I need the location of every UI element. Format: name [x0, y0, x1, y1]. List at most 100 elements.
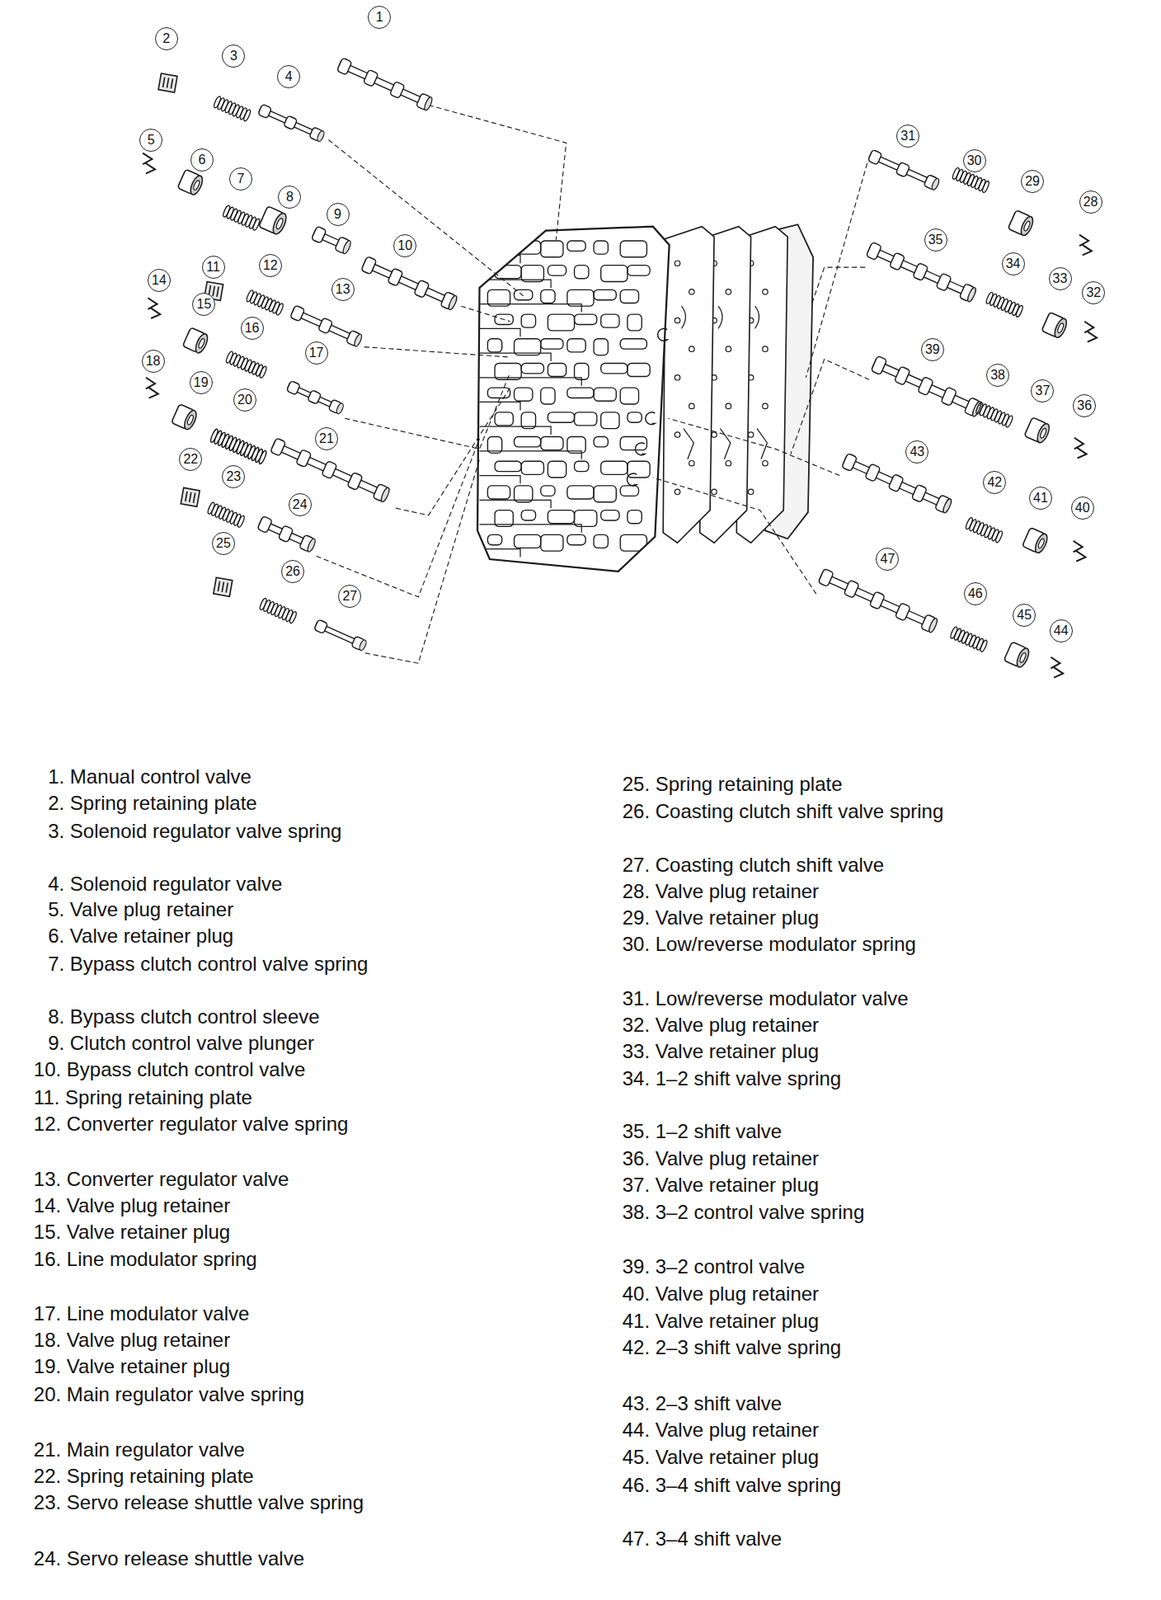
spring-coil [248, 216, 258, 230]
valve-land [912, 263, 929, 282]
spring-coil [281, 607, 291, 621]
callout-number: 1 [376, 10, 384, 24]
spring-coil [275, 302, 285, 316]
spring-retaining-plate [213, 577, 233, 597]
callout-number: 41 [1033, 491, 1049, 505]
leader-line [316, 438, 480, 597]
fluid-passage [540, 387, 555, 405]
parts-list-entry: 32. Valve plug retainer [622, 1014, 819, 1036]
parts-list-entry: 11. Spring retaining plate [33, 1086, 253, 1109]
parts-list-entry: 16. Line modulator spring [33, 1248, 258, 1270]
spring-coil [231, 103, 241, 118]
valve-end [305, 537, 317, 553]
fluid-passage [479, 279, 552, 288]
plug-retainer [1074, 437, 1087, 459]
plate-outline [158, 73, 178, 93]
plug-face [1038, 427, 1048, 439]
fluid-passage [567, 240, 586, 251]
plate-hole [725, 460, 731, 466]
callout-circle: 47 [875, 547, 899, 571]
plug-face [197, 338, 207, 349]
spring-coil [963, 172, 973, 186]
leader-line [328, 140, 523, 297]
leader-line [344, 372, 510, 450]
fluid-passage [593, 387, 616, 401]
fluid-passage [627, 362, 650, 377]
plug-face [186, 413, 195, 425]
spring-coil [249, 291, 259, 305]
retainer-plug [171, 404, 199, 432]
valve-spool [314, 619, 368, 652]
valve-end [357, 639, 367, 652]
plate-hole [725, 403, 731, 409]
valve-stem [362, 259, 455, 306]
spring-coil [988, 293, 998, 307]
leader-line [811, 267, 866, 306]
spring-coil [1007, 301, 1017, 315]
parts-list-entry: 33. Valve retainer plug [622, 1040, 819, 1063]
parts-list-entry: 38. 3–2 control valve spring [622, 1201, 865, 1223]
valve-land [258, 103, 273, 118]
spring-coil [206, 501, 217, 515]
callout-number: 33 [1052, 272, 1068, 286]
fluid-passage [574, 412, 597, 426]
valve-land [257, 516, 273, 534]
callout-number: 42 [987, 475, 1002, 489]
valve-land [390, 81, 405, 99]
spring-coil [964, 517, 974, 531]
fluid-passage [479, 549, 521, 558]
plate-outline [213, 577, 233, 597]
spring-coil [990, 408, 1000, 422]
fluid-passage [494, 412, 513, 426]
callout-number: 37 [1035, 384, 1051, 398]
valve-end [380, 486, 391, 503]
callout-circle: 35 [924, 228, 948, 252]
fluid-passage [487, 534, 502, 545]
valve-end [315, 130, 325, 143]
plate-hole [689, 289, 695, 295]
callout-number: 15 [197, 297, 212, 311]
spring-coil [260, 296, 270, 310]
callout-circle: 30 [963, 149, 987, 173]
spring-coil [972, 635, 982, 649]
callout-number: 43 [909, 445, 925, 459]
spring [225, 350, 268, 379]
parts-list-entry: 46. 3–4 shift valve spring [622, 1474, 842, 1496]
callout-circle: 8 [277, 185, 301, 209]
parts-list-entry: 21. Main regulator valve [33, 1438, 245, 1461]
spring [258, 597, 298, 625]
fluid-passage [627, 510, 642, 524]
valve-end [352, 333, 363, 348]
parts-list-entry: 19. Valve retainer plug [33, 1355, 231, 1378]
spring-coil [225, 206, 236, 220]
plug-retainer [1050, 657, 1063, 678]
illustration-group [142, 57, 1097, 678]
valve-land [296, 449, 312, 468]
casting-passages [479, 240, 651, 558]
spring-coil [214, 504, 224, 518]
fluid-passage [547, 412, 574, 423]
spring-coil [970, 175, 980, 189]
spring-coil [1003, 300, 1013, 314]
fluid-passage [479, 524, 583, 533]
fluid-passage [601, 412, 620, 429]
fluid-passage [593, 289, 616, 300]
fluid-passage [487, 338, 502, 353]
fluid-passage [479, 475, 521, 485]
fluid-passage [540, 534, 564, 551]
spring-coil [236, 211, 246, 225]
plug-face [1056, 322, 1065, 334]
callout-circle: 46 [963, 582, 988, 606]
fluid-passage [601, 314, 620, 328]
spring-coil [957, 629, 967, 643]
parts-list-entry: 37. Valve retainer plug [622, 1174, 819, 1196]
plug-retainer [1079, 235, 1092, 256]
valve-stem [867, 245, 973, 298]
fluid-passage [521, 362, 544, 373]
spring-coil [267, 299, 278, 313]
valve-land [286, 380, 301, 395]
spring-coil [245, 289, 255, 303]
fluid-passage [593, 240, 608, 254]
fluid-passage [479, 254, 521, 264]
plug-face [188, 173, 205, 197]
